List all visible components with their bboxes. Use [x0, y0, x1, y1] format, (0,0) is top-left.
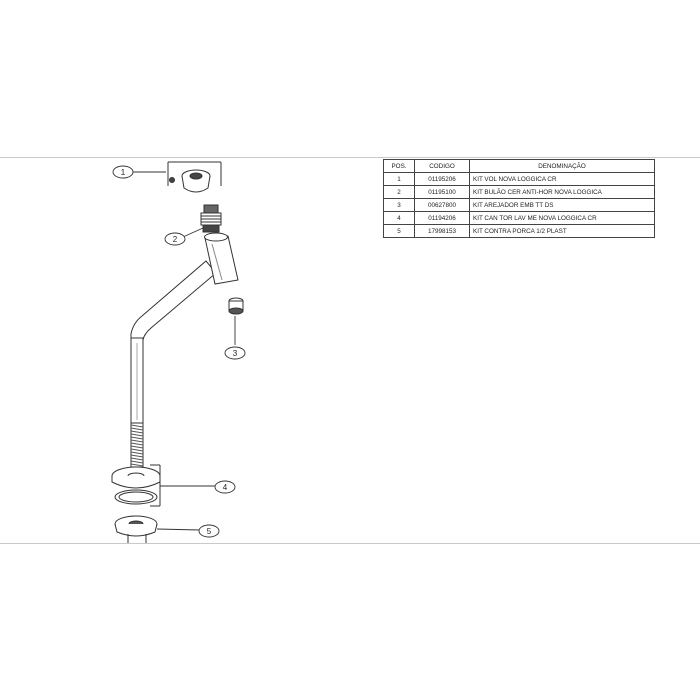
svg-text:2: 2 [173, 235, 178, 244]
thread-line [130, 424, 144, 428]
cell-code: 17998153 [414, 224, 470, 238]
thread-line [130, 460, 144, 464]
cell-code: 00627800 [414, 198, 470, 212]
cell-description: KIT VOL NOVA LOGGICA CR [469, 172, 655, 186]
table-row: 3 00627800 KIT AREJADOR EMB TT DS [383, 198, 655, 212]
thread-line [130, 457, 144, 461]
svg-text:4: 4 [223, 483, 228, 492]
cartridge-part [200, 204, 222, 233]
washer-set-part [111, 464, 161, 507]
cell-code: 01195206 [414, 172, 470, 186]
lock-nut-part [114, 515, 158, 543]
thread-line [130, 433, 144, 437]
exploded-view-drawing: 1 2 3 4 5 [111, 161, 246, 543]
cell-description: KIT BULÃO CER ANTI-HOR NOVA LOGGICA [469, 185, 655, 199]
drawing-sheet: 1 2 3 4 5 POS. CODIGO DENOMINAÇÃO [0, 157, 700, 544]
svg-text:3: 3 [233, 349, 238, 358]
svg-text:5: 5 [207, 527, 212, 536]
svg-text:1: 1 [121, 168, 126, 177]
thread-line [130, 427, 144, 431]
callout-3: 3 [224, 346, 246, 360]
thread-line [130, 430, 144, 434]
callout-4: 4 [214, 480, 236, 494]
parts-list-table: POS. CODIGO DENOMINAÇÃO 1 01195206 KIT V… [383, 159, 655, 238]
table-row: 1 01195206 KIT VOL NOVA LOGGICA CR [383, 172, 655, 186]
header-code: CODIGO [414, 159, 470, 173]
header-description: DENOMINAÇÃO [469, 159, 655, 173]
cell-description: KIT CONTRA PORCA 1/2 PLAST [469, 224, 655, 238]
thread-line [130, 445, 144, 449]
aerator-part [228, 297, 244, 315]
handle-part [167, 161, 222, 193]
thread-line [130, 439, 144, 443]
callout-2: 2 [164, 232, 186, 246]
cell-code: 01195100 [414, 185, 470, 199]
thread-line [130, 436, 144, 440]
table-row: 2 01195100 KIT BULÃO CER ANTI-HOR NOVA L… [383, 185, 655, 199]
cell-pos: 3 [383, 198, 415, 212]
thread-line [130, 442, 144, 446]
callout-5: 5 [198, 524, 220, 538]
table-row: 5 17998153 KIT CONTRA PORCA 1/2 PLAST [383, 224, 655, 238]
main-pipe [130, 337, 144, 468]
thread-line [130, 454, 144, 458]
header-pos: POS. [383, 159, 415, 173]
spout-body [130, 232, 239, 341]
table-row: 4 01194206 KIT CAN TOR LAV ME NOVA LOGGI… [383, 211, 655, 225]
thread-line [130, 448, 144, 452]
cell-pos: 4 [383, 211, 415, 225]
callout-1: 1 [112, 165, 134, 179]
cell-pos: 1 [383, 172, 415, 186]
thread-line [130, 451, 144, 455]
cell-code: 01194206 [414, 211, 470, 225]
parts-table-header: POS. CODIGO DENOMINAÇÃO [383, 159, 655, 173]
cell-pos: 5 [383, 224, 415, 238]
callout-leaders [133, 171, 236, 531]
cell-description: KIT CAN TOR LAV ME NOVA LOGGICA CR [469, 211, 655, 225]
cell-description: KIT AREJADOR EMB TT DS [469, 198, 655, 212]
cell-pos: 2 [383, 185, 415, 199]
thread-line [130, 463, 144, 467]
